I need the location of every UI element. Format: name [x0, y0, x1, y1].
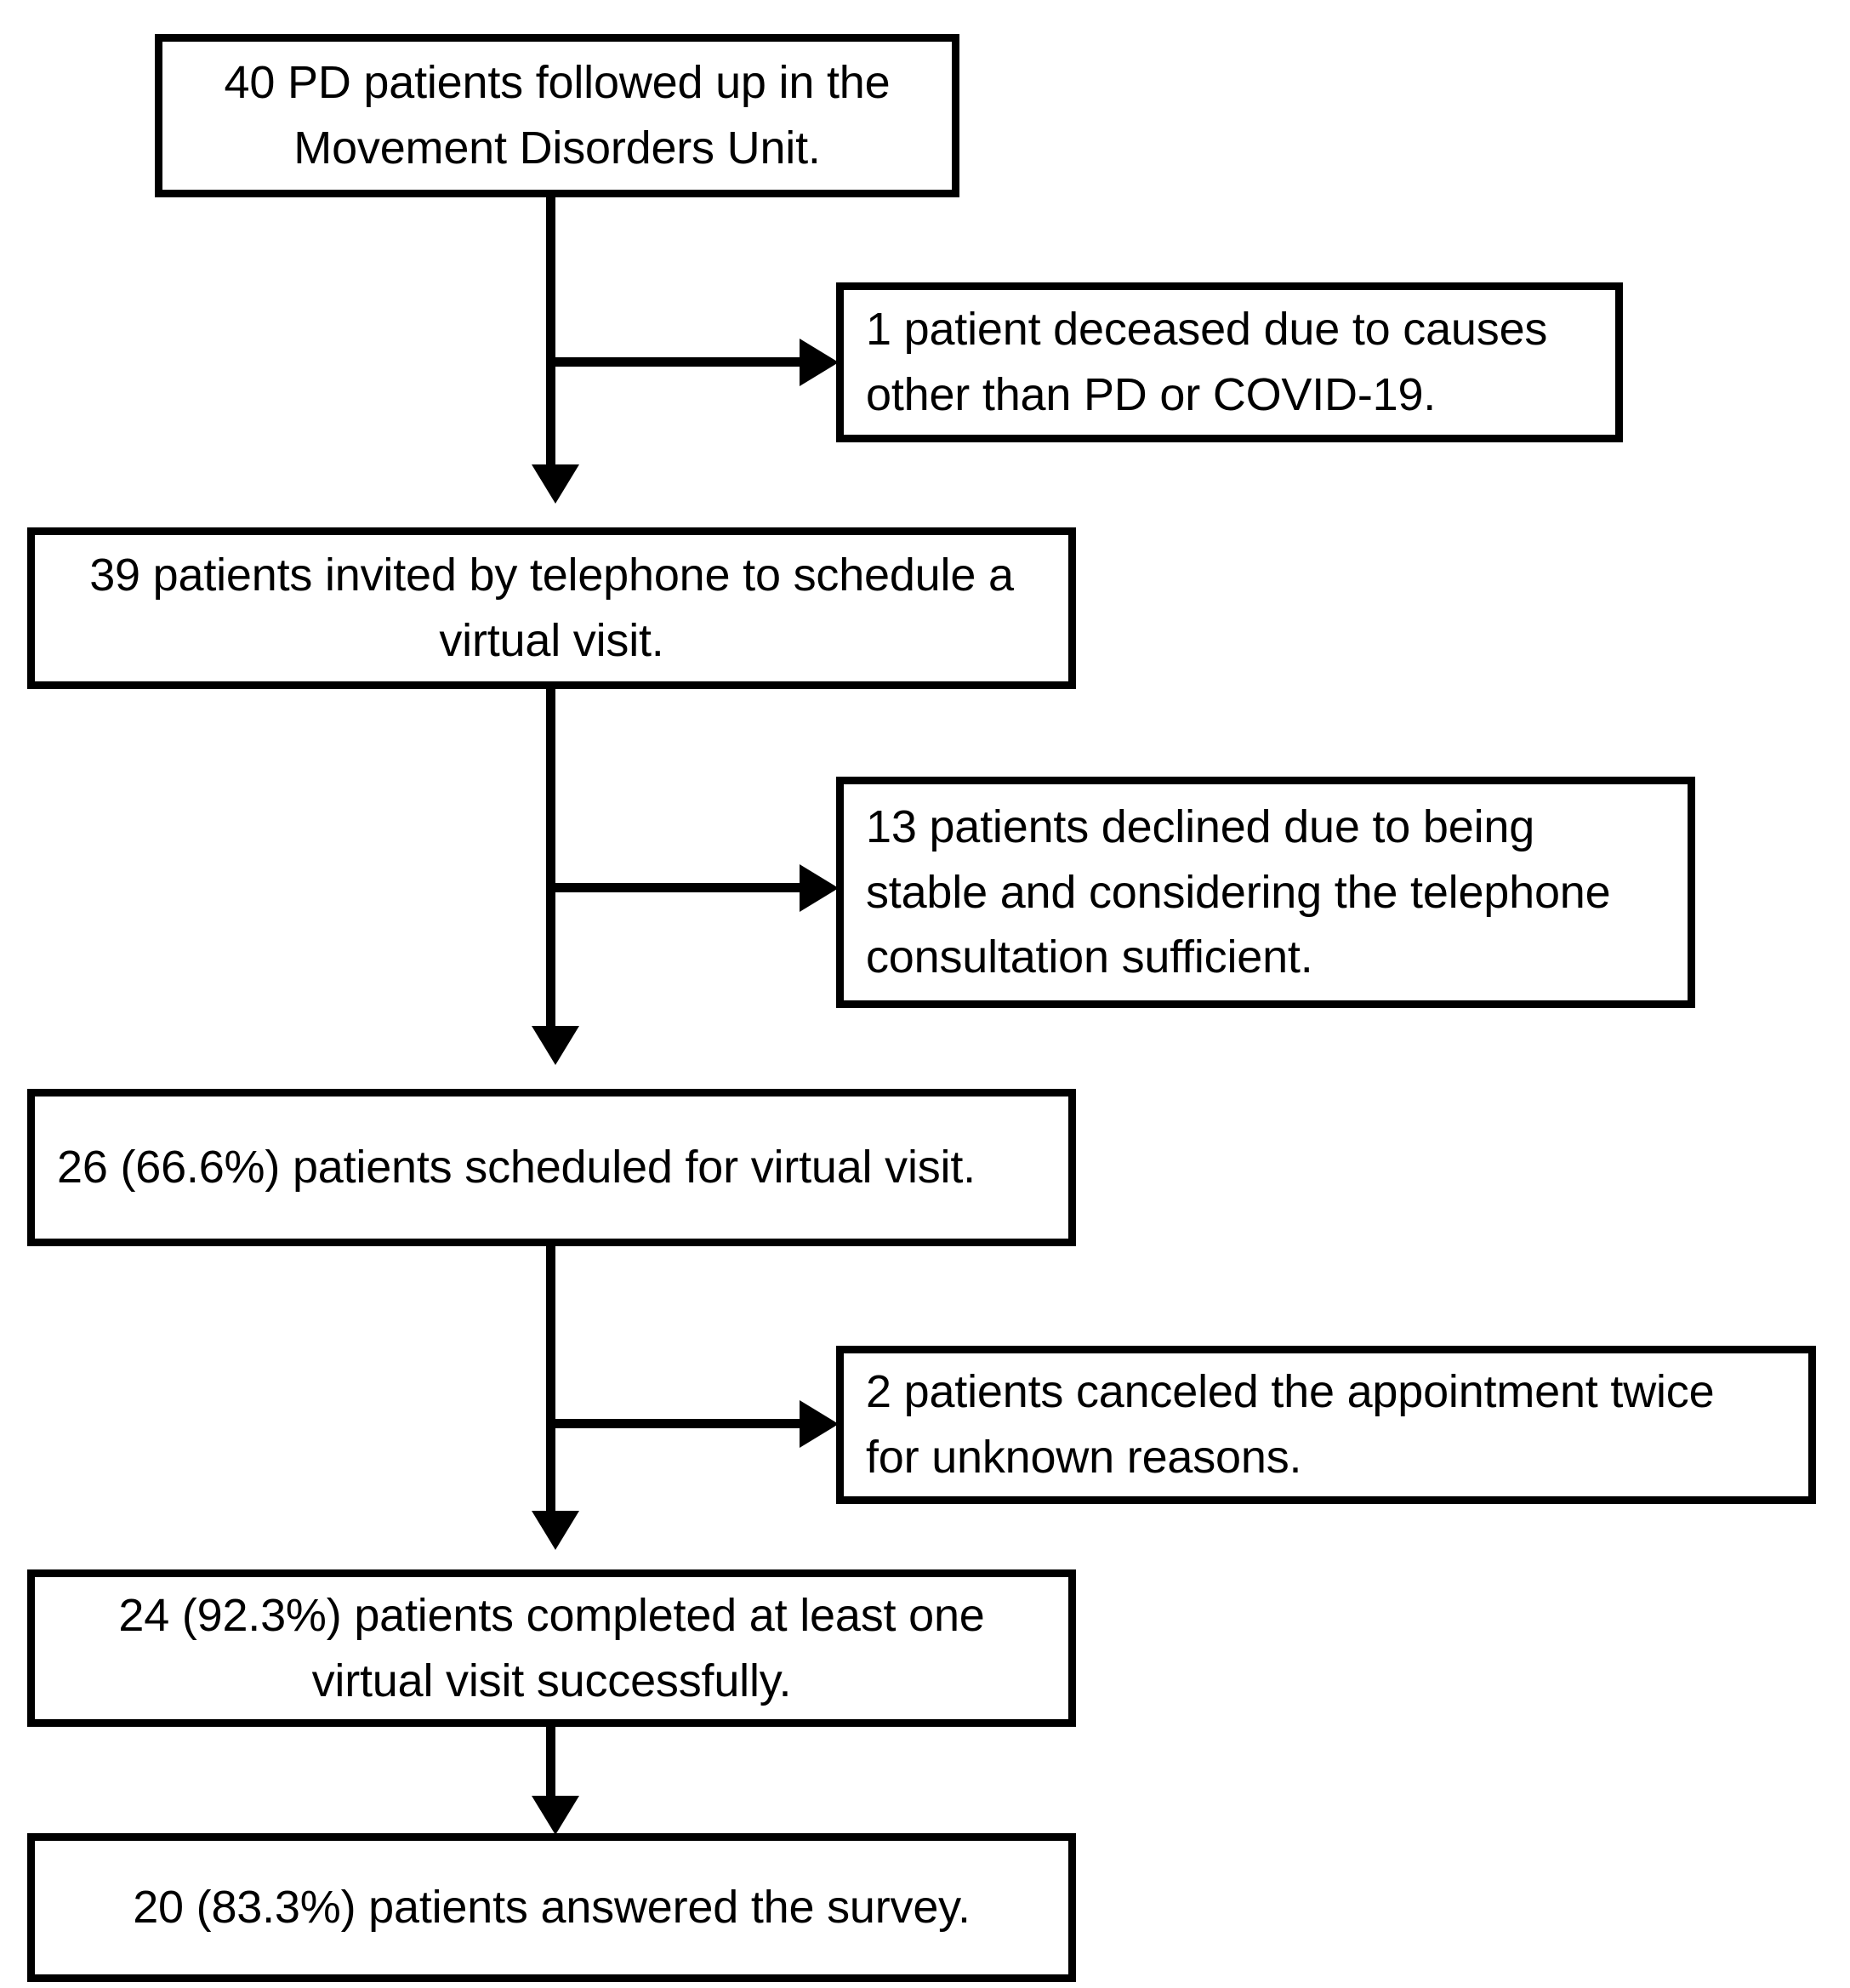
- trunk-line-n5-n7: [546, 1246, 555, 1514]
- node-completed-virtual-visit: 24 (92.3%) patients completed at least o…: [27, 1569, 1076, 1727]
- node-label: 1 patient deceased due to causes other t…: [866, 304, 1548, 420]
- trunk-line-n7-n8: [546, 1727, 555, 1799]
- node-answered-survey: 20 (83.3%) patients answered the survey.: [27, 1833, 1076, 1982]
- arrowhead-n7-n8: [532, 1796, 579, 1835]
- node-total-pd-patients: 40 PD patients followed up in the Moveme…: [155, 34, 959, 197]
- arrowhead-n5-n7: [532, 1511, 579, 1550]
- node-canceled-exclusion: 2 patients canceled the appointment twic…: [836, 1346, 1816, 1504]
- node-label: 39 patients invited by telephone to sche…: [89, 550, 1014, 666]
- node-declined-exclusion: 13 patients declined due to being stable…: [836, 777, 1695, 1008]
- node-label: 40 PD patients followed up in the Moveme…: [224, 57, 891, 174]
- node-label: 2 patients canceled the appointment twic…: [866, 1366, 1715, 1483]
- node-label: 13 patients declined due to being stable…: [866, 800, 1611, 983]
- node-deceased-exclusion: 1 patient deceased due to causes other t…: [836, 282, 1623, 442]
- trunk-line-n3-n5: [546, 689, 555, 1029]
- node-scheduled-virtual-visit: 26 (66.6%) patients scheduled for virtua…: [27, 1089, 1076, 1246]
- node-label: 20 (83.3%) patients answered the survey.: [133, 1882, 971, 1934]
- arrowhead-n1-n3: [532, 464, 579, 504]
- branch-line-n1-n2: [546, 357, 801, 367]
- node-label: 24 (92.3%) patients completed at least o…: [118, 1589, 985, 1706]
- arrowhead-n3-n4: [800, 864, 839, 912]
- trunk-line-n1-n3: [546, 197, 555, 468]
- node-label: 26 (66.6%) patients scheduled for virtua…: [57, 1142, 976, 1193]
- branch-line-n3-n4: [546, 883, 801, 892]
- node-invited-by-telephone: 39 patients invited by telephone to sche…: [27, 527, 1076, 689]
- arrowhead-n3-n5: [532, 1026, 579, 1065]
- branch-line-n5-n6: [546, 1419, 801, 1428]
- arrowhead-n5-n6: [800, 1400, 839, 1448]
- arrowhead-n1-n2: [800, 339, 839, 386]
